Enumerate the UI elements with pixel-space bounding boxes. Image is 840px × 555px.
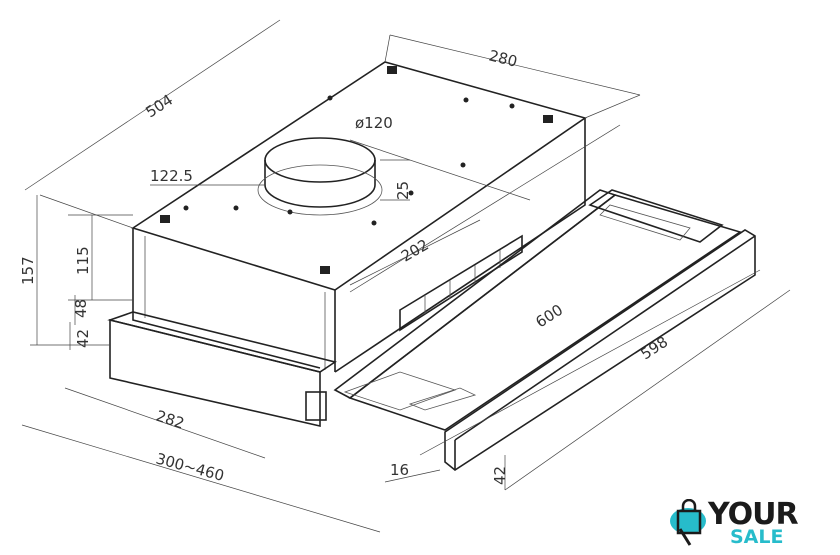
dim-label-504: 504 xyxy=(142,91,176,122)
yoursale-logo: YOUR SALE xyxy=(668,497,833,549)
logo-text-sale: SALE xyxy=(730,526,784,548)
dim-label-48: 48 xyxy=(72,299,90,318)
mounting-holes xyxy=(160,66,553,274)
dim-label-600: 600 xyxy=(532,301,566,332)
drawer-front-bar xyxy=(444,229,756,471)
slide-rails xyxy=(333,189,742,431)
body-right-face xyxy=(334,118,586,373)
dim-label-282: 282 xyxy=(154,407,187,433)
dim-label-122-5: 122.5 xyxy=(150,167,193,185)
dim-label-157: 157 xyxy=(19,256,37,285)
lower-front-panel xyxy=(109,318,321,428)
body-left-face xyxy=(132,228,321,369)
dim-label-25: 25 xyxy=(394,181,412,200)
dim-label-42-left: 42 xyxy=(74,329,92,348)
dim-label-42-right: 42 xyxy=(491,466,509,485)
dim-label-duct-diameter: ø120 xyxy=(355,114,393,132)
dim-label-598: 598 xyxy=(637,333,671,364)
dim-label-16: 16 xyxy=(390,461,409,479)
duct-collar xyxy=(257,137,383,216)
dim-label-202: 202 xyxy=(398,236,432,266)
dim-label-115: 115 xyxy=(74,246,92,275)
dim-label-300-460: 300~460 xyxy=(154,449,226,484)
logo-text-your: YOUR xyxy=(708,497,799,532)
dimension-lines xyxy=(21,19,791,533)
shopping-bag-hand-icon xyxy=(670,499,706,546)
dim-label-280: 280 xyxy=(487,46,519,70)
